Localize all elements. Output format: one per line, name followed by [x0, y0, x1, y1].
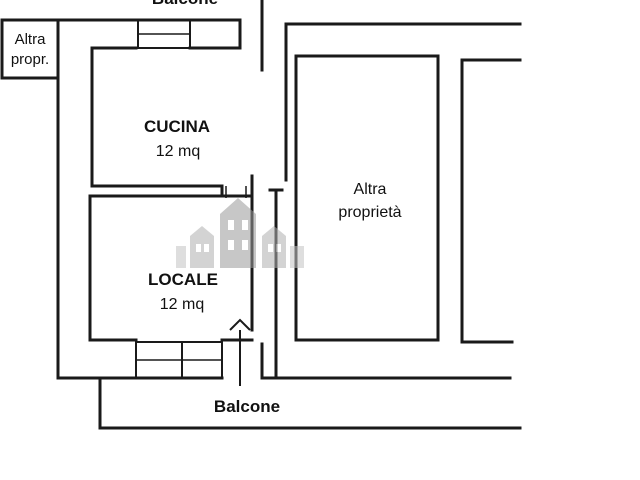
kitchen-area-label: 12 mq [156, 143, 200, 160]
other-property-small-line2: propr. [11, 51, 49, 68]
entrance-arrow-icon [229, 318, 251, 386]
neighbour-walls [284, 22, 522, 344]
apartment-walls [0, 0, 522, 430]
room-area-label: 12 mq [160, 296, 204, 313]
locale-window [135, 341, 223, 379]
other-property-line2: proprietà [338, 204, 401, 221]
balcony-bottom-label: Balcone [214, 397, 280, 416]
balcony-top-label: Balcone [152, 0, 218, 8]
room-name-label: LOCALE [148, 270, 218, 289]
kitchen-name-label: CUCINA [144, 117, 210, 136]
kitchen-window [137, 19, 241, 49]
other-property-line1: Altra [354, 181, 387, 198]
buildings-logo-icon [176, 198, 304, 268]
other-property-small-line1: Altra [15, 31, 47, 48]
